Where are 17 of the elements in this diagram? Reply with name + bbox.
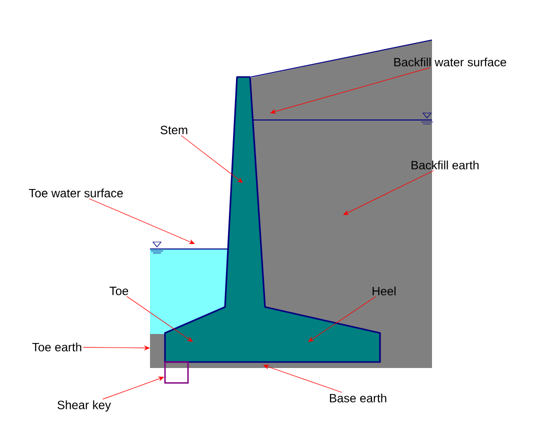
leader-arrow (88, 198, 195, 244)
part-label: Shear key (58, 400, 111, 412)
leader-arrow (82, 345, 150, 350)
part-label: Toe (110, 286, 128, 296)
part-label: Toe earth (32, 342, 82, 352)
part-label: Base earth (330, 394, 386, 402)
part-label: Backfill water surface (394, 58, 506, 66)
leader-arrow (270, 67, 431, 114)
leader-arrow (180, 135, 243, 183)
part-label: Stem (160, 126, 188, 134)
leader-arrow (263, 364, 342, 393)
leader-arrow (308, 296, 376, 342)
part-label: Toe water surface (28, 188, 123, 198)
leader-arrow (343, 170, 434, 215)
leader-arrow (126, 296, 193, 342)
part-label: Heel (372, 286, 396, 296)
shear-key-box (164, 361, 189, 384)
